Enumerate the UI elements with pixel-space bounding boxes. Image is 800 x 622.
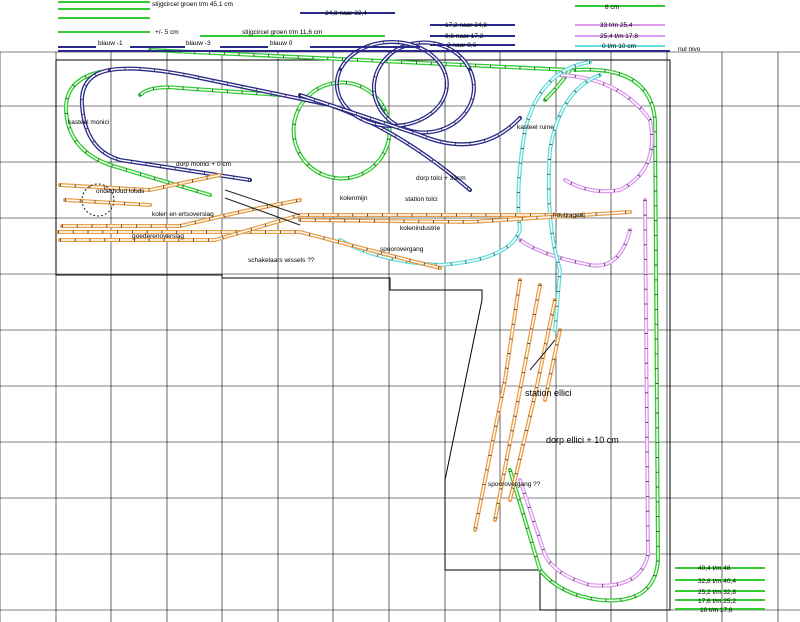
- label-kasteel-monici: kasteel monici: [68, 119, 109, 126]
- legend-swatches: [58, 1, 765, 610]
- track-green: [63, 48, 661, 603]
- label-dorp-monici: dorp monici + 0 cm: [176, 161, 231, 168]
- label-dorp-ellici: dorp ellici + 10 cm: [546, 435, 619, 445]
- legend-plus-minus-5: +/- 5 cm: [155, 29, 179, 36]
- cyan-descent-ties: [547, 73, 601, 331]
- turntable: [81, 183, 115, 217]
- track-cyan: [338, 60, 602, 332]
- green-right-loop-ties: [508, 68, 660, 602]
- black-siding-2: [224, 197, 301, 226]
- legend-blue-minus-3: blauw -3: [186, 40, 211, 47]
- legend-range-24-32: 24,8 naar 32,4: [325, 10, 367, 17]
- legend-blue-0: blauw 0: [270, 40, 293, 47]
- track-black: [81, 183, 556, 371]
- orange-kolen-gap: [62, 199, 301, 227]
- orange-ellici-1-gap: [474, 279, 521, 531]
- label-goederen: goederenoverslag: [132, 233, 184, 240]
- navy-left-loop-gap: [81, 69, 251, 181]
- orange-main-east-gap: [299, 211, 631, 223]
- navy-circle-right-gap: [373, 41, 475, 134]
- orange-goederen-gap: [58, 231, 441, 269]
- label-dorp-tolci: dorp tolci + 33cm: [416, 175, 466, 182]
- track-pink: [518, 73, 654, 588]
- black-siding-1: [224, 189, 301, 216]
- label-onderhoud: onderhoud loods: [96, 188, 145, 195]
- orange-monici-siding-gap: [64, 199, 151, 206]
- pink-upper-gap: [559, 74, 653, 192]
- cyan-descent: [546, 73, 602, 332]
- track-navy: [79, 40, 522, 192]
- label-kolenmijn: kolenmijn: [340, 195, 368, 202]
- pink-right-long-gap: [519, 199, 649, 587]
- label-station-ellici: station ellici: [525, 388, 572, 398]
- green-top-line-ties: [149, 48, 573, 102]
- legend-right-r1: 33 t/m 25,4: [600, 22, 633, 29]
- legend-right-r3: 0 t/m 10 cm: [602, 43, 636, 50]
- orange-through-gap: [60, 214, 560, 241]
- legend-bottom-r5: 10 t/m 17,6: [700, 607, 733, 614]
- legend-spiral-green-45: stijgcircel groen t/m 45,1 cm: [152, 1, 233, 8]
- track-orange: [56, 173, 632, 532]
- label-kasteel-ruine: kasteel ruine: [517, 124, 554, 131]
- legend-bottom-r4: 17,6 t/m 25,2: [698, 598, 736, 605]
- label-kolenindustrie: kolenindustrie: [400, 225, 440, 232]
- label-spoorovergang-2: spoorovergang ??: [488, 481, 541, 488]
- orange-ellici-2-gap: [494, 284, 541, 521]
- legend-bottom-r2: 32,8 t/m 40,4: [698, 578, 736, 585]
- legend-right-r0: 8 cm: [605, 4, 619, 11]
- green-top-line: [148, 48, 574, 102]
- green-left-loop-gap: [65, 71, 211, 196]
- label-station-tolci: station tolci: [405, 196, 438, 203]
- legend-spiral-green-11: stijgcircel groen t/m 11,6 cm: [242, 29, 322, 36]
- navy-circle-left-gap: [336, 41, 448, 127]
- label-schakelaars: schakelaars wissels ??: [248, 257, 315, 264]
- legend-blue-minus-1: blauw -1: [98, 40, 123, 47]
- legend-mid-r1: 17,2 naar 24,8: [445, 22, 487, 29]
- baseboard-outline: [55, 59, 671, 611]
- green-top-line-gap: [149, 49, 572, 101]
- label-houtzagerij: houtzagerij: [553, 212, 585, 219]
- grid: [0, 51, 800, 622]
- legend-bottom-r1: 40,4 t/m 48: [698, 565, 731, 572]
- legend-nul-nivo: nul nivo: [678, 46, 701, 53]
- label-spoorovergang-1: spoorovergang: [380, 246, 424, 253]
- label-kolen-erts: kolen en ertsoverslag: [152, 211, 214, 218]
- legend-right-r2: 25,4 t/m 17,8: [600, 33, 638, 40]
- legend-mid-r2: 9,6 naar 17,2: [445, 33, 484, 40]
- orange-ellici-3-gap: [509, 299, 556, 501]
- cyan-loop-gap: [339, 61, 591, 266]
- orange-ellici-4-ties: [543, 329, 562, 401]
- legend-bottom-r3: 25,2 t/m 32,8: [698, 589, 736, 596]
- navy-crossover-ties: [299, 93, 522, 146]
- green-inner-left-gap: [139, 86, 281, 96]
- pink-lower-ties: [519, 229, 632, 268]
- black-station-ellici: [529, 339, 556, 371]
- orange-monici-yard-ties: [59, 173, 221, 192]
- green-spiral-left-gap: [292, 81, 391, 180]
- legend-mid-r3: 2 naar 9,6: [447, 42, 477, 49]
